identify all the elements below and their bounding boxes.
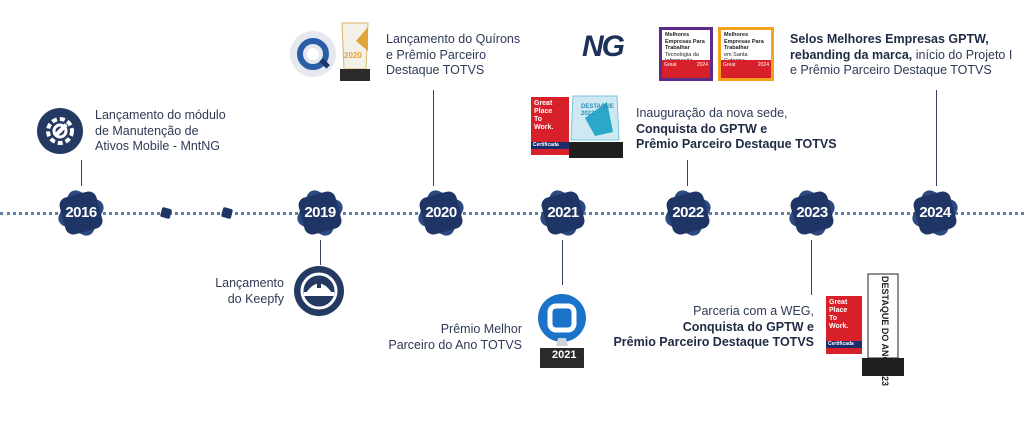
gptw-line: Great bbox=[723, 62, 736, 68]
award-year: 2021 bbox=[552, 349, 577, 361]
year-label: 2016 bbox=[65, 204, 97, 221]
event-line: de Manutenção de bbox=[95, 123, 199, 138]
gptw-line: Place bbox=[534, 108, 553, 115]
gptw-line: Great bbox=[664, 62, 677, 68]
timeline-line bbox=[0, 212, 1024, 215]
gptw-line: Place bbox=[829, 307, 848, 314]
gptw-seal-sc: Melhores Empresas Para Trabalhar em Sant… bbox=[718, 27, 774, 81]
badge-shape bbox=[789, 190, 835, 236]
year-badge-2016[interactable]: 2016 bbox=[53, 185, 109, 241]
event-line: Conquista do GPTW e bbox=[636, 121, 768, 136]
event-normal: início do Projeto I e Prêmio Parceiro De… bbox=[790, 47, 1013, 78]
year-badge-2022[interactable]: 2022 bbox=[660, 185, 716, 241]
event-2021-text: Prêmio Melhor Parceiro do Ano TOTVS bbox=[380, 322, 522, 353]
year-badge-2019[interactable]: 2019 bbox=[292, 185, 348, 241]
badge-shape bbox=[540, 190, 586, 236]
gptw-seal-ti: Melhores Empresas Para Trabalhar Tecnolo… bbox=[659, 27, 713, 81]
connector-2020 bbox=[433, 90, 434, 186]
seal-footer: Great 2024 bbox=[721, 60, 771, 78]
seal-year: 2024 bbox=[696, 62, 708, 68]
year-label: 2023 bbox=[796, 204, 828, 221]
event-line: Prêmio Parceiro Destaque TOTVS bbox=[636, 137, 837, 151]
gptw-line: To bbox=[829, 315, 838, 322]
event-2016-text: Lançamento do módulo de Manutenção de At… bbox=[95, 108, 226, 155]
gptw-cert: Certificada bbox=[826, 341, 862, 348]
event-line: Conquista do GPTW e bbox=[682, 319, 814, 334]
event-2019-text: Lançamento do Keepfy bbox=[190, 276, 284, 307]
year-label: 2022 bbox=[672, 204, 704, 221]
trophy-2022-icon: DESTAQUE 2022 bbox=[567, 92, 625, 160]
badge-shape bbox=[418, 190, 464, 236]
award-text: DESTAQUE DO ANO 2023 bbox=[880, 276, 890, 387]
award-year: 2020 bbox=[344, 51, 362, 60]
gptw-line: Great bbox=[829, 299, 848, 306]
gptw-line: Work. bbox=[534, 124, 554, 131]
seal-title: Melhores Empresas Para Trabalhar bbox=[665, 32, 705, 51]
trophy-2020-icon: 2020 bbox=[336, 21, 374, 83]
event-2023-text: Parceria com a WEG, Conquista do GPTW e … bbox=[604, 304, 814, 351]
event-2024-text: Selos Melhores Empresas GPTW, rebanding … bbox=[790, 32, 1015, 79]
connector-2022 bbox=[687, 160, 688, 186]
event-bold: Selos Melhores Empresas GPTW, rebanding … bbox=[790, 32, 989, 62]
ng-logo: NG bbox=[582, 30, 625, 63]
badge-shape bbox=[58, 190, 104, 236]
event-line: Inauguração da nova sede, bbox=[636, 106, 788, 120]
event-line: do Keepfy bbox=[227, 291, 284, 306]
trophy-totvs-2021-icon: 2021 bbox=[534, 292, 590, 372]
year-badge-2021[interactable]: 2021 bbox=[535, 185, 591, 241]
connector-2016 bbox=[81, 160, 82, 186]
event-2020-text: Lançamento do Quírons e Prêmio Parceiro … bbox=[386, 32, 520, 79]
connector-2021 bbox=[562, 240, 563, 285]
connector-2024 bbox=[936, 90, 937, 186]
event-line: Parceria com a WEG, bbox=[693, 304, 814, 318]
event-line: e Prêmio Parceiro bbox=[386, 47, 487, 62]
event-line: Ativos Mobile - MntNG bbox=[95, 139, 221, 153]
gptw-line: Work. bbox=[829, 323, 849, 330]
timeline-marker bbox=[221, 207, 233, 219]
gptw-cert: Certificada bbox=[531, 142, 569, 149]
year-label: 2021 bbox=[547, 204, 579, 221]
event-line: Prêmio Melhor bbox=[440, 322, 522, 336]
seal-year: 2024 bbox=[757, 62, 769, 68]
year-badge-2023[interactable]: 2023 bbox=[784, 185, 840, 241]
badge-shape bbox=[297, 190, 343, 236]
badge-shape bbox=[912, 190, 958, 236]
year-badge-2020[interactable]: 2020 bbox=[413, 185, 469, 241]
year-label: 2020 bbox=[425, 204, 457, 221]
year-badge-2024[interactable]: 2024 bbox=[907, 185, 963, 241]
gptw-line: Great bbox=[534, 100, 553, 107]
gptw-badge-2023: Great Place To Work. Certificada bbox=[826, 296, 862, 354]
award-text: DESTAQUE 2022 bbox=[581, 104, 614, 117]
gptw-badge-2022: Great Place To Work. Certificada bbox=[531, 97, 569, 155]
event-2022-text: Inauguração da nova sede, Conquista do G… bbox=[636, 106, 837, 153]
badge-shape bbox=[665, 190, 711, 236]
event-line: Prêmio Parceiro Destaque TOTVS bbox=[613, 335, 814, 349]
event-line: Lançamento bbox=[215, 276, 284, 290]
connector-2023 bbox=[811, 240, 812, 295]
gptw-line: To bbox=[534, 116, 543, 123]
timeline-marker bbox=[160, 207, 172, 219]
seal-footer: Great 2024 bbox=[662, 60, 710, 78]
year-label: 2019 bbox=[304, 204, 336, 221]
event-line: Lançamento do Quírons bbox=[386, 32, 521, 46]
gear-wrench-icon bbox=[37, 108, 83, 154]
connector-2019 bbox=[320, 240, 321, 265]
seal-title: Melhores Empresas Para Trabalhar bbox=[724, 32, 764, 51]
event-line: Destaque TOTVS bbox=[386, 63, 485, 77]
helmet-icon bbox=[294, 266, 344, 316]
event-line: Parceiro do Ano TOTVS bbox=[388, 337, 522, 352]
event-line: Lançamento do módulo bbox=[95, 108, 226, 122]
year-label: 2024 bbox=[919, 204, 951, 221]
trophy-2023-icon: DESTAQUE DO ANO 2023 bbox=[860, 270, 906, 387]
quirons-logo-icon bbox=[290, 31, 336, 77]
